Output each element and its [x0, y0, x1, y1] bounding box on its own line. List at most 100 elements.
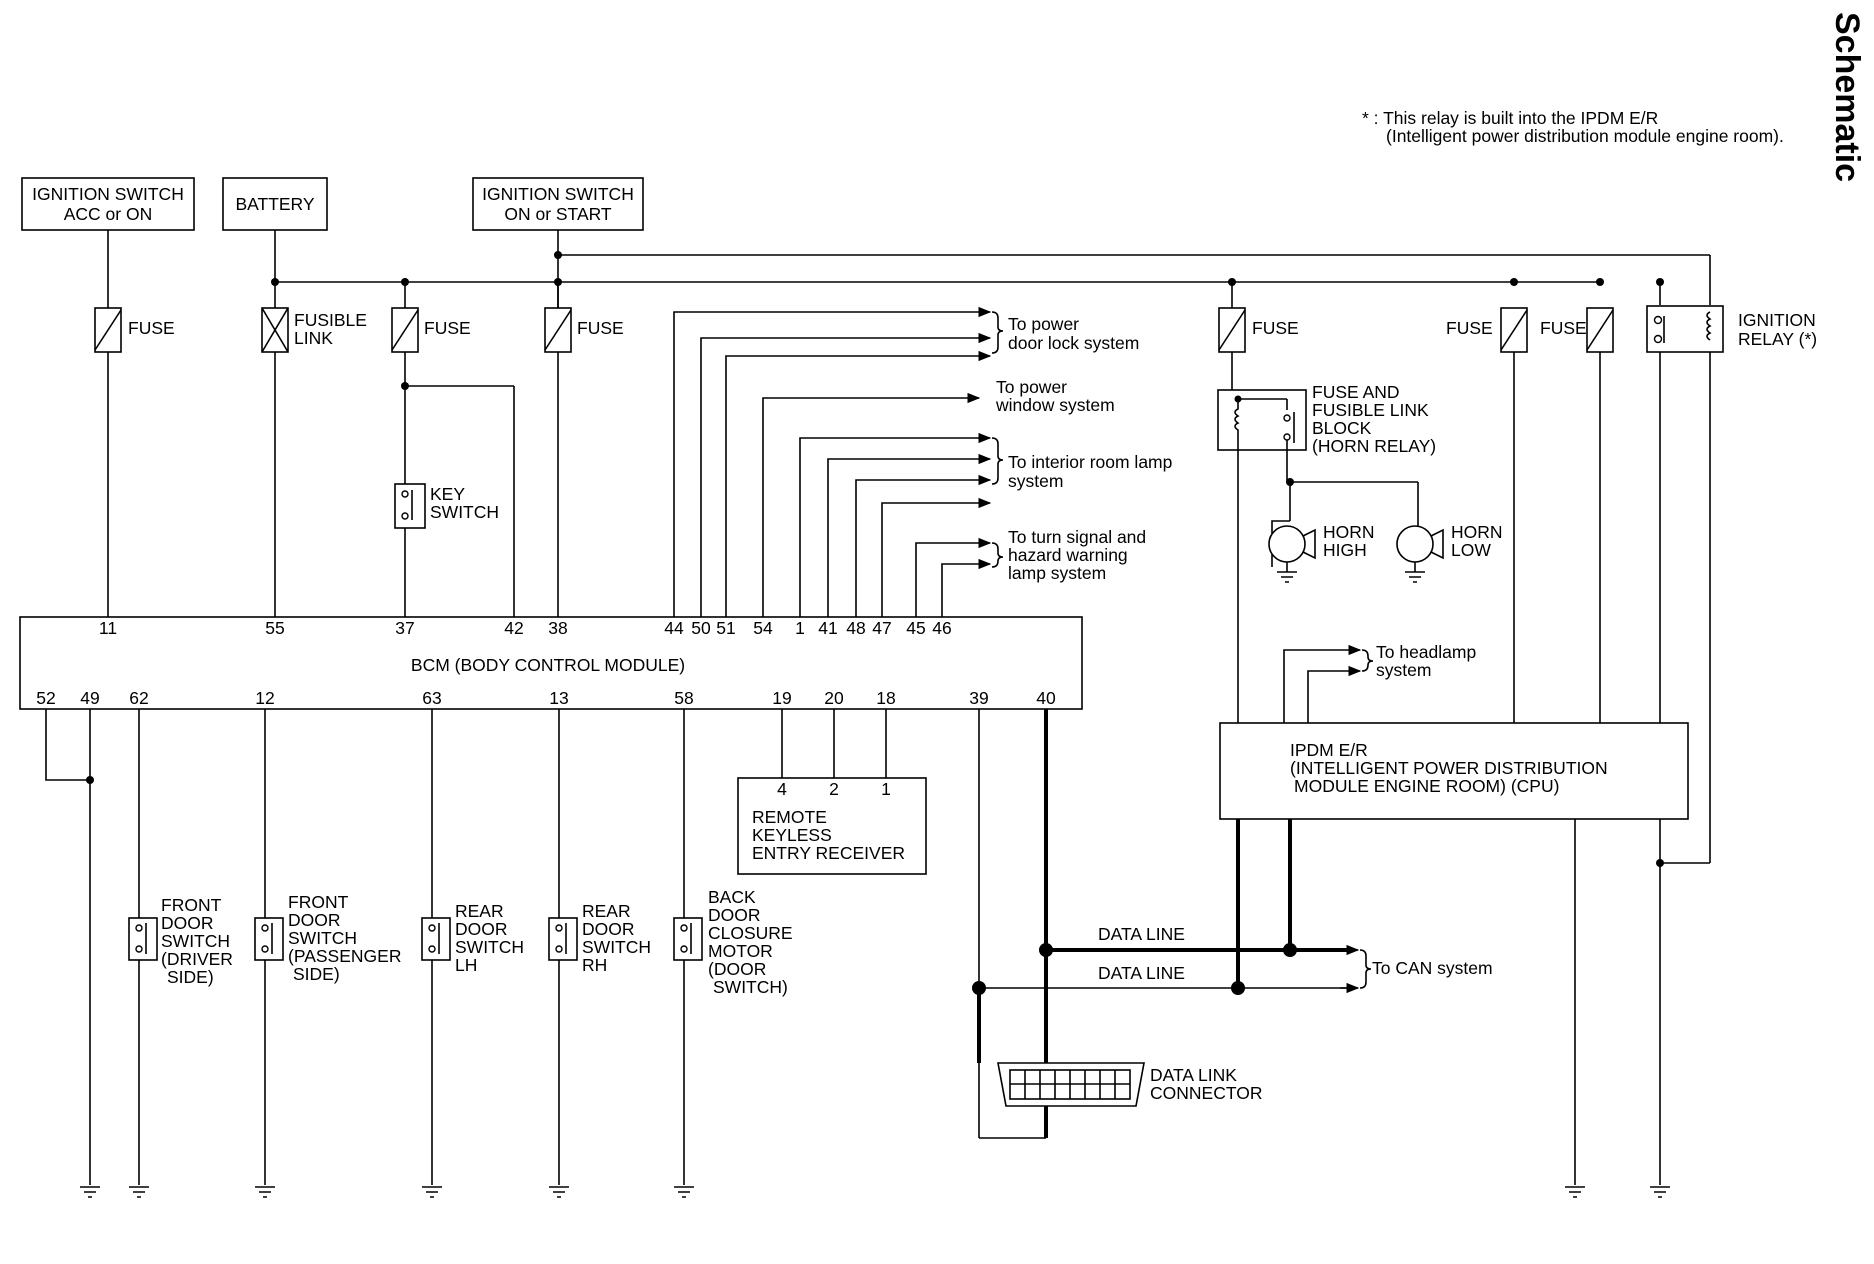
horn-relay-label: (HORN RELAY) [1312, 436, 1436, 456]
switch-label: SIDE) [293, 964, 340, 984]
pin-label: 1 [881, 779, 891, 799]
dest-power-window: To power [996, 377, 1067, 397]
pin-label: 62 [129, 688, 148, 708]
switch-label: SWITCH [161, 931, 230, 951]
pin-label: 12 [255, 688, 274, 708]
switch-rear-lh: REAR DOOR SWITCH LH [421, 901, 524, 975]
pin-label: 42 [504, 618, 523, 638]
switch-back-door: BACK DOOR CLOSURE MOTOR (DOOR SWITCH) [673, 887, 793, 997]
ground-icon [1650, 1186, 1670, 1198]
ignition-switch-on-start: IGNITION SWITCH ON or START [472, 177, 644, 231]
ground-icon [674, 1186, 694, 1198]
ipdm-label: (INTELLIGENT POWER DISTRIBUTION [1290, 758, 1608, 778]
pin-label: 37 [395, 618, 414, 638]
relay-label: IGNITION [1738, 310, 1816, 330]
pin-label: 50 [691, 618, 711, 638]
fuse-ipdm-2: FUSE [1540, 307, 1614, 353]
pin-label: 2 [829, 779, 839, 799]
fusible-link-label: FUSIBLE [294, 310, 367, 330]
ground-icon [549, 1186, 569, 1198]
switch-label: DOOR [288, 910, 341, 930]
dest-headlamp: To headlamp [1376, 642, 1476, 662]
pin-label: 41 [818, 618, 837, 638]
pin-label: 45 [906, 618, 925, 638]
fuse-battery: FUSE [391, 307, 471, 353]
bcm-bottom-pins: 52 49 62 12 63 13 58 19 20 18 39 40 [36, 688, 1056, 708]
fuse-label: FUSE [577, 318, 624, 338]
switch-label: MOTOR [708, 941, 773, 961]
switch-label: DOOR [582, 919, 635, 939]
pin-label: 1 [795, 618, 805, 638]
bcm: BCM (BODY CONTROL MODULE) 11 55 37 42 38… [19, 616, 1083, 710]
horn-relay-label: FUSIBLE LINK [1312, 400, 1429, 420]
switch-label: DOOR [455, 919, 508, 939]
data-line-label: DATA LINE [1098, 963, 1185, 983]
fuse-label: FUSE [128, 318, 175, 338]
horn-relay-label: FUSE AND [1312, 382, 1400, 402]
label-line: ON or START [504, 204, 612, 224]
key-switch-label: SWITCH [430, 502, 499, 522]
switch-label: FRONT [288, 892, 349, 912]
dest-turn-signal: lamp system [1008, 563, 1106, 583]
bcm-top-pins: 11 55 37 42 38 44 50 51 54 1 41 48 47 45… [99, 618, 952, 638]
ground-icon [80, 1186, 100, 1198]
receiver-label: KEYLESS [752, 825, 832, 845]
receiver-label: ENTRY RECEIVER [752, 843, 905, 863]
fuse-horn: FUSE [1218, 307, 1299, 353]
switch-label: SWITCH [582, 937, 651, 957]
pin-label: 63 [422, 688, 441, 708]
dest-turn-signal: hazard warning [1008, 545, 1128, 565]
relay-label: RELAY (*) [1738, 329, 1817, 349]
pin-label: 52 [36, 688, 55, 708]
fuse-label: FUSE [1540, 318, 1587, 338]
pin-label: 4 [777, 779, 787, 799]
battery: BATTERY [222, 177, 328, 231]
switch-label: CLOSURE [708, 923, 793, 943]
pin-label: 46 [932, 618, 951, 638]
horn-relay-label: BLOCK [1312, 418, 1372, 438]
label-line: IGNITION SWITCH [482, 184, 634, 204]
dest-power-door-lock: door lock system [1008, 333, 1139, 353]
bcm-feed-wires [107, 282, 559, 617]
fuse-label: FUSE [1252, 318, 1299, 338]
destination-labels: To power door lock system To power windo… [995, 314, 1172, 583]
label-line: BATTERY [235, 194, 314, 214]
pin-label: 48 [846, 618, 865, 638]
fuse-ipdm-1: FUSE [1446, 307, 1528, 353]
switch-label: FRONT [161, 895, 222, 915]
ground-icon [255, 1186, 275, 1198]
pin-label: 55 [265, 618, 284, 638]
label-line: IGNITION SWITCH [32, 184, 184, 204]
fuse-label: FUSE [424, 318, 471, 338]
dlc-label: DATA LINK [1150, 1065, 1237, 1085]
fusible-link: FUSIBLE LINK [261, 307, 367, 353]
pin-label: 49 [80, 688, 99, 708]
relay-footnote: * : This relay is built into the IPDM E/… [1362, 108, 1784, 146]
switch-front-driver: FRONT DOOR SWITCH (DRIVER SIDE) [128, 895, 233, 987]
switch-label: BACK [708, 887, 756, 907]
switch-label: REAR [455, 901, 504, 921]
pin-label: 54 [753, 618, 773, 638]
dlc-label: CONNECTOR [1150, 1083, 1262, 1103]
pin-label: 20 [824, 688, 844, 708]
pin-label: 58 [674, 688, 693, 708]
pin-label: 19 [772, 688, 791, 708]
horn-relay-block: FUSE AND FUSIBLE LINK BLOCK (HORN RELAY) [1217, 282, 1436, 723]
receiver-label: REMOTE [752, 807, 827, 827]
fuse-ign-acc: FUSE [94, 307, 175, 353]
ground-icon [1565, 1186, 1585, 1198]
key-switch-label: KEY [430, 484, 465, 504]
dest-power-door-lock: To power [1008, 314, 1079, 334]
ignition-relay: IGNITION RELAY (*) [1646, 305, 1817, 353]
output-wires [673, 306, 1004, 617]
horn-label: HORN [1451, 522, 1503, 542]
switch-rear-rh: REAR DOOR SWITCH RH [548, 901, 651, 975]
pin-label: 47 [872, 618, 891, 638]
ignition-switch-acc-on: IGNITION SWITCH ACC or ON [21, 177, 195, 231]
horn-low: HORN LOW [1396, 521, 1503, 583]
switch-label: SIDE) [167, 967, 214, 987]
dest-interior-lamp: system [1008, 471, 1063, 491]
switch-label: (DRIVER [161, 949, 233, 969]
dest-can: To CAN system [1372, 958, 1493, 978]
